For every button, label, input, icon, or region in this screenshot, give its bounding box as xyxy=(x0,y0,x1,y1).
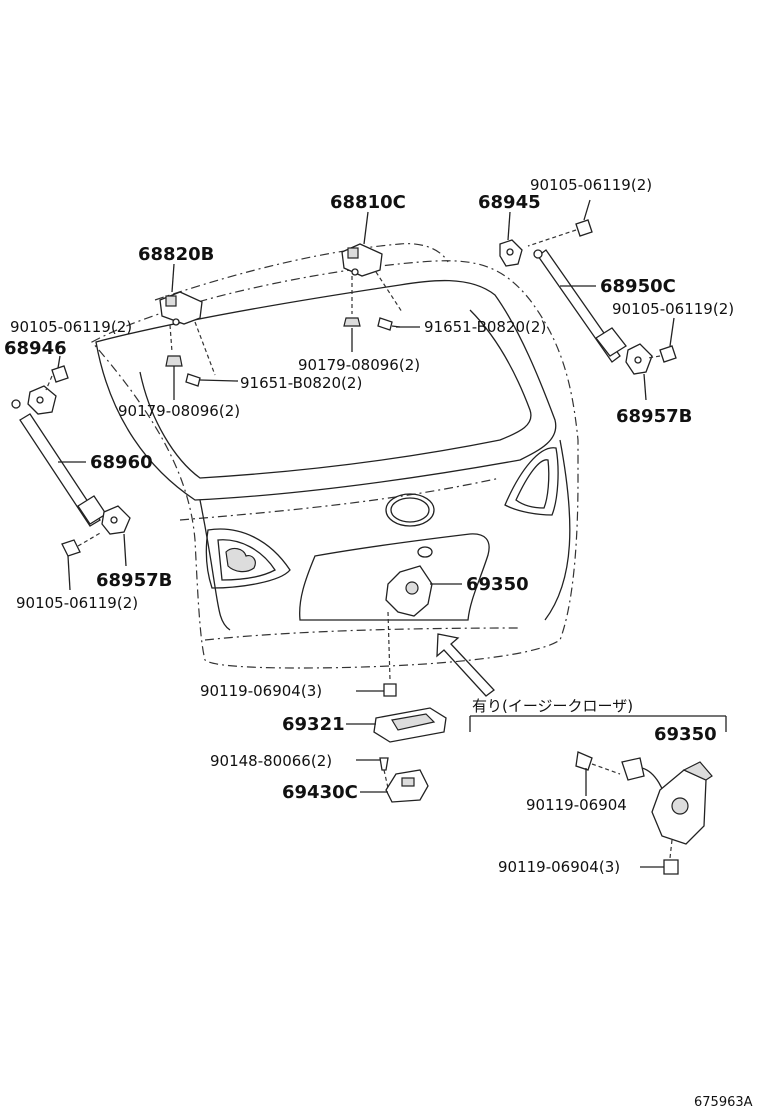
label-68960: 68960 xyxy=(90,452,153,473)
lock-69350-closer xyxy=(621,757,713,859)
label-90119-3: 90119-06904(3) xyxy=(200,682,322,700)
license-plate-recess xyxy=(299,533,490,621)
cover-69430c xyxy=(385,769,429,803)
label-90119-closer: 90119-06904 xyxy=(526,796,627,814)
label-69321: 69321 xyxy=(282,714,345,735)
bolt-90105-left xyxy=(45,365,69,391)
bolt-91651-top xyxy=(377,317,401,331)
nut-90179-bottom xyxy=(165,355,183,367)
label-68946: 68946 xyxy=(4,338,67,359)
label-68810c: 68810C xyxy=(330,192,406,213)
bolt-90119-top xyxy=(383,683,397,697)
handle-69321 xyxy=(373,707,447,743)
bolt-90105-bottom-left xyxy=(61,531,103,557)
label-90105-left: 90105-06119(2) xyxy=(10,318,132,336)
bolt-90105-top-right xyxy=(527,219,593,247)
easy-closer-bracket xyxy=(469,715,727,732)
label-68957b-right: 68957B xyxy=(616,406,692,427)
bracket-68957b-left xyxy=(101,505,131,535)
label-90105-right: 90105-06119(2) xyxy=(612,300,734,318)
leader-lines xyxy=(57,199,675,868)
label-69350: 69350 xyxy=(466,574,529,595)
label-91651-bottom: 91651-B0820(2) xyxy=(240,374,362,392)
catalog-id: 675963A xyxy=(694,1095,753,1110)
bracket-68946 xyxy=(27,385,57,415)
tail-lamp-right xyxy=(504,447,559,516)
label-90148: 90148-80066(2) xyxy=(210,752,332,770)
nut-90179-top xyxy=(343,317,361,327)
label-90119-3-closer: 90119-06904(3) xyxy=(498,858,620,876)
label-90105-top-right: 90105-06119(2) xyxy=(530,176,652,194)
label-91651-top: 91651-B0820(2) xyxy=(424,318,546,336)
bolt-91651-bottom xyxy=(185,373,237,387)
label-68945: 68945 xyxy=(478,192,541,213)
bolt-90119-closer xyxy=(575,751,621,775)
label-easy-closer-note: 有り(イージークローザ) xyxy=(472,697,633,715)
bolt-90105-right xyxy=(647,345,677,363)
lock-69350 xyxy=(385,565,433,681)
label-68957b-left: 68957B xyxy=(96,570,172,591)
label-90105-bottom-left: 90105-06119(2) xyxy=(16,594,138,612)
screw-90148 xyxy=(379,757,389,789)
glass-outline xyxy=(95,279,571,631)
hinge-68820b xyxy=(159,291,216,376)
label-69430c: 69430C xyxy=(282,782,358,803)
label-90179-bottom: 90179-08096(2) xyxy=(118,402,240,420)
label-69350-closer: 69350 xyxy=(654,724,717,745)
bracket-68945 xyxy=(499,239,523,267)
bracket-68957b-right xyxy=(625,343,653,375)
label-90179-top: 90179-08096(2) xyxy=(298,356,420,374)
view-arrow-icon xyxy=(436,633,495,697)
tail-lamp-left xyxy=(205,528,291,589)
damper-68950c xyxy=(533,249,627,363)
bolt-90119-closer-bottom xyxy=(663,859,679,875)
damper-68960 xyxy=(11,399,107,527)
emblem-icon xyxy=(385,493,435,558)
label-68950c: 68950C xyxy=(600,276,676,297)
label-68820b: 68820B xyxy=(138,244,214,265)
hinge-68810c xyxy=(341,243,403,314)
